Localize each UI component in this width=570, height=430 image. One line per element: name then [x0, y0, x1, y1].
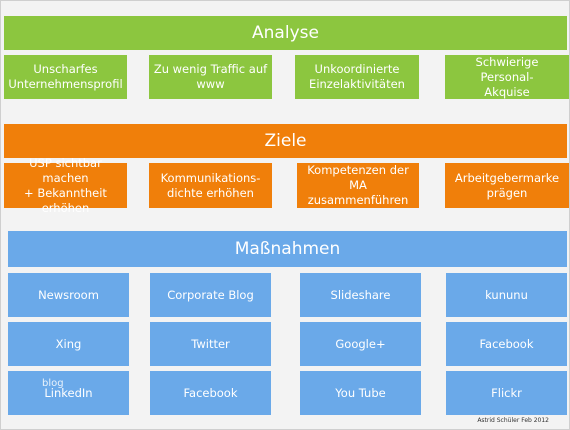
analyse-box-2: Zu wenig Traffic auf www — [149, 55, 272, 99]
massnahmen-xing: Xing — [8, 322, 129, 366]
massnahmen-google-plus: Google+ — [300, 322, 421, 366]
massnahmen-kununu: kununu — [446, 273, 567, 317]
massnahmen-youtube: You Tube — [300, 371, 421, 415]
massnahmen-facebook-2: Facebook — [150, 371, 271, 415]
ziele-box-1: USP sichtbar machen + Bekanntheit erhöhe… — [4, 156, 127, 215]
massnahmen-corporate-blog: Corporate Blog — [150, 273, 271, 317]
massnahmen-newsroom: Newsroom — [8, 273, 129, 317]
analyse-box-4: Schwierige Personal- Akquise — [445, 55, 569, 99]
massnahmen-facebook-1: Facebook — [446, 322, 567, 366]
massnahmen-linkedin: LinkedIn — [8, 371, 129, 415]
ziele-box-3: Kompetenzen der MA zusammenführen — [297, 163, 419, 208]
analyse-box-3: Unkoordinierte Einzelaktivitäten — [295, 55, 419, 99]
analyse-header: Analyse — [4, 16, 567, 50]
massnahmen-flickr: Flickr — [446, 371, 567, 415]
analyse-box-1: Unscharfes Unternehmensprofil — [4, 55, 127, 99]
ziele-box-2: Kommunikations- dichte erhöhen — [149, 163, 272, 208]
massnahmen-twitter: Twitter — [150, 322, 271, 366]
massnahmen-slideshare: Slideshare — [300, 273, 421, 317]
ziele-header: Ziele — [4, 124, 567, 158]
blog-overlay-label: blog — [42, 378, 64, 389]
massnahmen-header: Maßnahmen — [8, 231, 567, 267]
ziele-box-4: Arbeitgebermarke prägen — [445, 163, 569, 208]
author-credit: Astrid Schüler Feb 2012 — [477, 417, 549, 424]
